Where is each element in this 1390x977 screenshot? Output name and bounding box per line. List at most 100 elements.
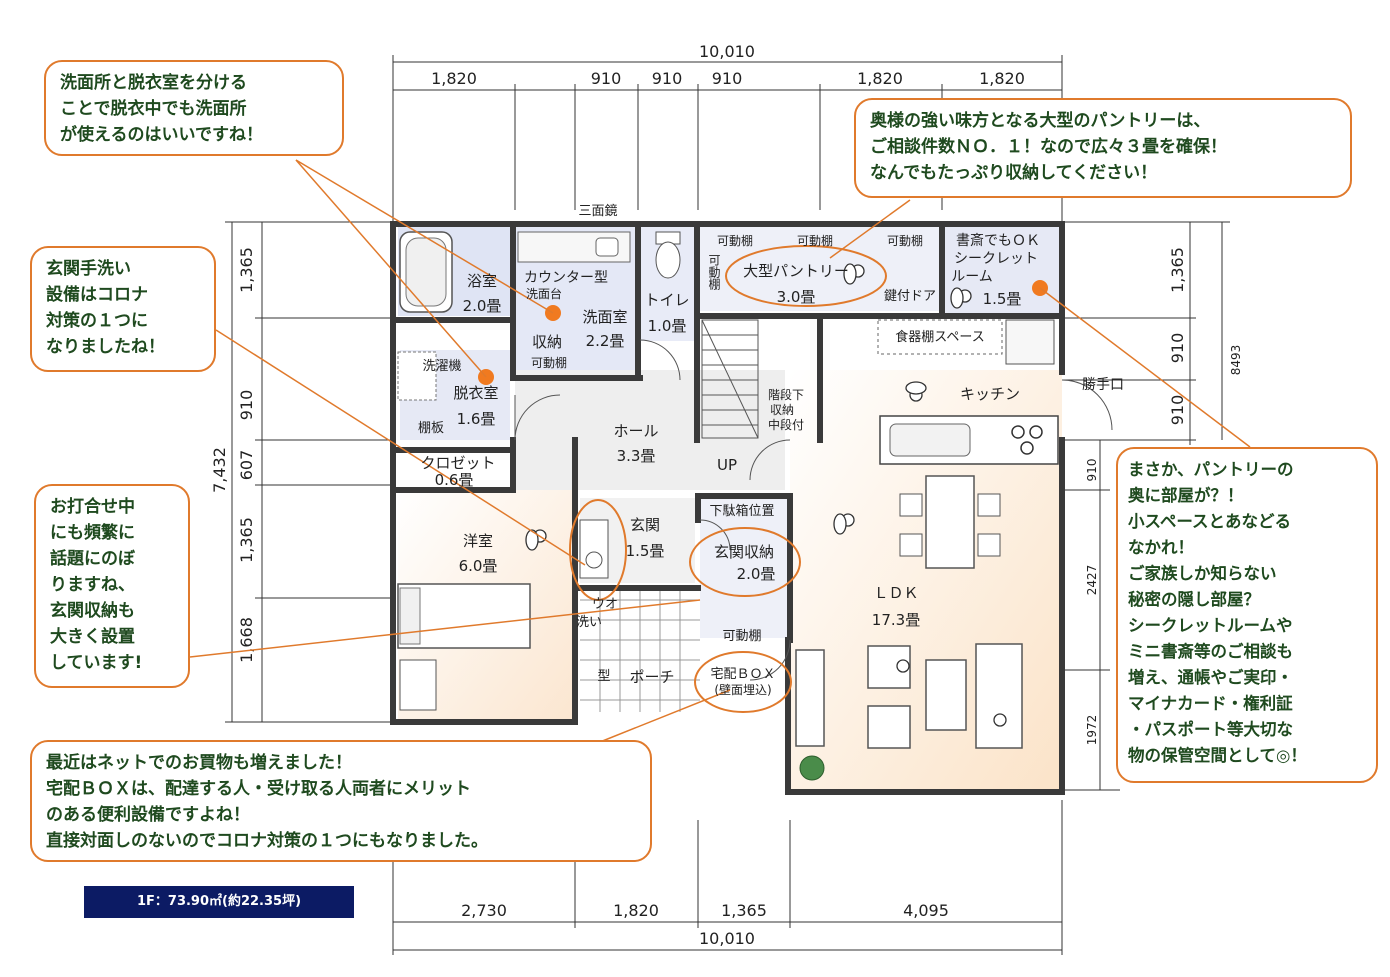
dressing-label: 脱衣室 [453, 384, 498, 402]
stove-burner-1 [1011, 425, 1025, 439]
under-stairs-line2: 収納 [770, 403, 794, 417]
porch-label: ポーチ [629, 668, 674, 686]
entrance-storage-size: 2.0畳 [737, 565, 776, 583]
sofa [975, 643, 1023, 749]
counter-sub: 洗面台 [526, 286, 562, 301]
floor-area-badge: 1F：73.90㎡(約22.35坪) [84, 886, 354, 918]
shelf-3-label: 可動棚 [887, 233, 923, 248]
entrance-size: 1.5畳 [626, 542, 665, 560]
shelf-side-label: 可動棚 [707, 254, 721, 291]
dining-chair-4 [977, 533, 1001, 557]
pantry-size: 3.0畳 [777, 288, 816, 306]
dressing-size: 1.6畳 [457, 410, 496, 428]
top-dimensions [392, 55, 1063, 230]
callout-leaders [189, 159, 1251, 743]
washbasin-bowl [595, 237, 619, 257]
right-dim-4: 910 [1085, 459, 1099, 482]
washing-machine [397, 351, 437, 401]
hall-floor [515, 370, 785, 490]
staircase [701, 319, 759, 439]
entrance-label: 玄関 [630, 516, 660, 534]
dining-chair-1 [899, 493, 923, 517]
bottom-dim-1: 2,730 [461, 901, 507, 920]
kitchen-sink [889, 423, 971, 457]
entrance-storage-floor [700, 498, 790, 638]
left-dimensions [225, 221, 395, 723]
delivery-box-line1: 宅配ＢＯＸ [710, 667, 775, 682]
storage-label: 収納 [532, 333, 562, 351]
western-room-size: 6.0畳 [459, 557, 498, 575]
hall-size: 3.3畳 [617, 447, 656, 465]
stove-burner-2 [1029, 425, 1043, 439]
porch-tiles [580, 590, 700, 712]
shelf-board-label: 棚板 [418, 421, 444, 436]
stove-burner-3 [1020, 441, 1034, 455]
left-dim-3: 607 [237, 450, 256, 481]
top-dim-3: 910 [652, 69, 683, 88]
wash-type-label: 型 [597, 669, 610, 684]
top-dim-5: 1,820 [857, 69, 903, 88]
bottom-dim-3: 1,365 [721, 901, 767, 920]
lock-door-label: 鍵付ドア [884, 288, 936, 304]
person-icons [525, 263, 1007, 727]
right-dim-5: 2427 [1085, 565, 1099, 596]
ldk-label: ＬＤＫ [873, 584, 918, 602]
pantry-floor [700, 226, 940, 311]
desk [399, 659, 437, 711]
toilet-bowl [655, 241, 681, 279]
bathtub-inner [405, 237, 447, 307]
washing-machine-label: 洗濯機 [422, 359, 461, 374]
counter-label: カウンター型 [524, 270, 608, 286]
pantry-label: 大型パントリー [743, 262, 849, 280]
ldk-size: 17.3畳 [872, 611, 920, 629]
right-dim-6: 1972 [1085, 715, 1099, 746]
top-total-dim: 10,010 [699, 42, 755, 61]
secret-room-size: 1.5畳 [983, 290, 1022, 308]
handwash-bowl [585, 551, 603, 569]
highlight-ellipses [569, 245, 887, 713]
coffee-table [925, 659, 967, 731]
right-total-dim: 8493 [1229, 345, 1243, 376]
cupboard-label: 食器棚スペース [895, 329, 984, 345]
bottom-total-dim: 10,010 [699, 929, 755, 948]
callout-entrance-storage: お打合せ中 にも頻繁に 話題にのぼ りますね、 玄関収納も 大きく設置 していま… [34, 484, 190, 688]
callout-washroom: 洗面所と脱衣室を分ける ことで脱衣中でも洗面所 が使えるのはいいですね！ [44, 60, 344, 156]
shelf-2-label: 可動棚 [797, 233, 833, 248]
cupboard-space [877, 319, 1003, 355]
under-stairs-line1: 階段下 [768, 387, 804, 402]
closet-label: クロゼット [420, 454, 495, 472]
right-dimensions [1060, 221, 1230, 791]
pillow [399, 587, 421, 645]
doors [514, 339, 1113, 681]
callout-secret-room: まさか、パントリーの 奥に部屋が？！ 小スペースとあなどる なかれ！ ご家族しか… [1116, 447, 1378, 783]
callout-delivery-box: 最近はネットでのお買物も増えました！ 宅配ＢＯＸは、配達する人・受け取る人両者に… [30, 740, 652, 862]
mirror-label: 三面鏡 [578, 204, 617, 219]
bath-label: 浴室 [467, 272, 497, 290]
bottom-dim-2: 1,820 [613, 901, 659, 920]
closet-size: 0.6畳 [435, 471, 474, 489]
left-dim-2: 910 [237, 390, 256, 421]
entrance-storage-label: 玄関収納 [714, 543, 774, 561]
plant-icon [799, 755, 825, 781]
left-total-dim: 7,432 [210, 447, 229, 493]
top-dim-1: 1,820 [431, 69, 477, 88]
fridge [1005, 319, 1055, 365]
dining-table [925, 475, 975, 569]
hall-label: ホール [613, 422, 658, 440]
walls [390, 221, 1065, 795]
callout-pantry: 奥様の強い味方となる大型のパントリーは、 ご相談件数ＮＯ．１！なので広々３畳を確… [854, 98, 1352, 198]
secret-room-line3: ルーム [951, 269, 993, 285]
top-dim-6: 1,820 [979, 69, 1025, 88]
right-dim-3: 910 [1168, 395, 1187, 426]
top-dim-2: 910 [591, 69, 622, 88]
right-dim-1: 1,365 [1168, 247, 1187, 293]
bath-size: 2.0畳 [463, 297, 502, 315]
washroom-label: 洗面室 [582, 308, 627, 326]
western-room-label: 洋室 [463, 532, 493, 550]
top-dim-4: 910 [712, 69, 743, 88]
kitchen-label: キッチン [960, 385, 1020, 403]
entrance-shelf-label: 可動棚 [722, 629, 761, 644]
toilet-size: 1.0畳 [648, 317, 687, 335]
secret-room-line1: 書斎でもＯＫ [956, 232, 1040, 249]
